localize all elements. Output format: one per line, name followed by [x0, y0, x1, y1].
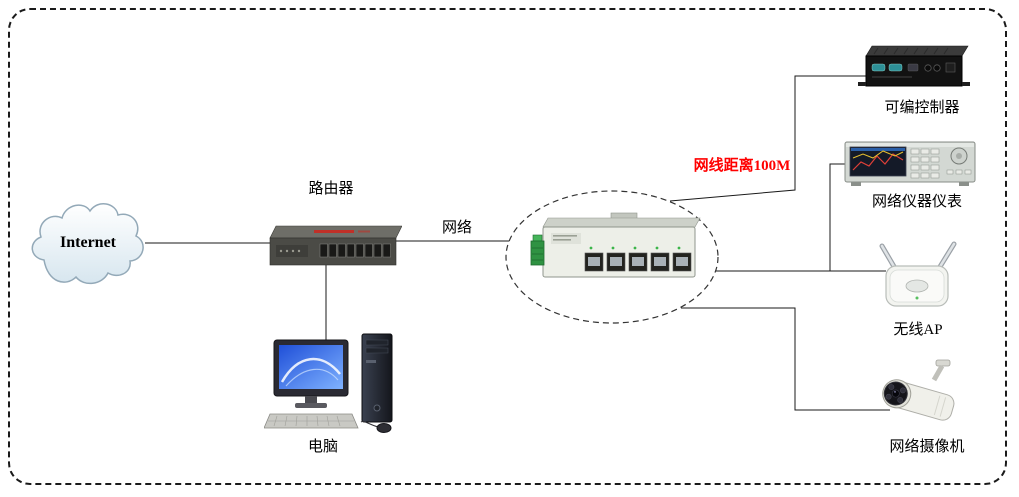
instrument-label: 网络仪器仪表 — [871, 194, 963, 210]
controller-label: 可编控制器 — [884, 100, 960, 116]
internet-cloud-node: Internet — [26, 198, 150, 294]
computer-label: 电脑 — [307, 439, 339, 455]
poe-switch-node — [527, 211, 702, 298]
internet-label: Internet — [60, 234, 116, 251]
dashed-border — [8, 8, 1007, 485]
desktop-computer-icon — [263, 333, 393, 433]
network-edge-label: 网络 — [441, 220, 473, 236]
cloud-icon — [31, 203, 144, 285]
network-instrument-icon — [844, 141, 976, 186]
poe-switch-icon — [530, 212, 701, 278]
router-node — [262, 221, 403, 276]
camera-node — [880, 358, 972, 439]
camera-label: 网络摄像机 — [889, 439, 965, 455]
industrial-controller-icon — [858, 45, 970, 87]
ip-camera-icon — [882, 359, 955, 421]
cable-distance-label: 网线距离100M — [693, 158, 791, 174]
instrument-node — [843, 136, 977, 195]
wireless-ap-node — [872, 240, 964, 317]
router-label: 路由器 — [308, 181, 354, 197]
wireless-ap-label: 无线AP — [893, 322, 943, 338]
controller-node — [856, 40, 972, 99]
router-icon — [269, 225, 403, 266]
wireless-ap-icon — [879, 241, 957, 307]
computer-node — [263, 330, 396, 439]
